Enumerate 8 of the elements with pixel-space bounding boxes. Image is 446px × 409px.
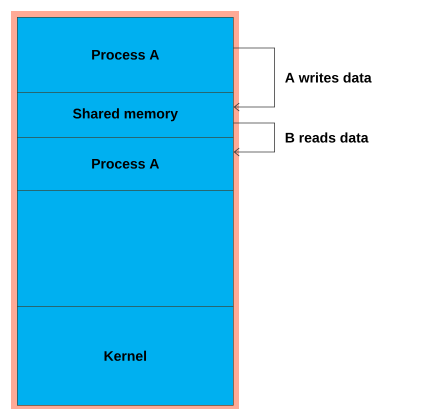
bracket-arrow [233, 48, 275, 112]
memory-segment: Process A [17, 137, 234, 191]
bracket-arrow [233, 122, 275, 156]
edge-label: A writes data [285, 72, 372, 83]
memory-segment: Shared memory [17, 92, 234, 138]
memory-segment: Process A [17, 17, 234, 93]
memory-segment: Kernel [17, 306, 234, 406]
edge-label: B reads data [286, 132, 369, 143]
